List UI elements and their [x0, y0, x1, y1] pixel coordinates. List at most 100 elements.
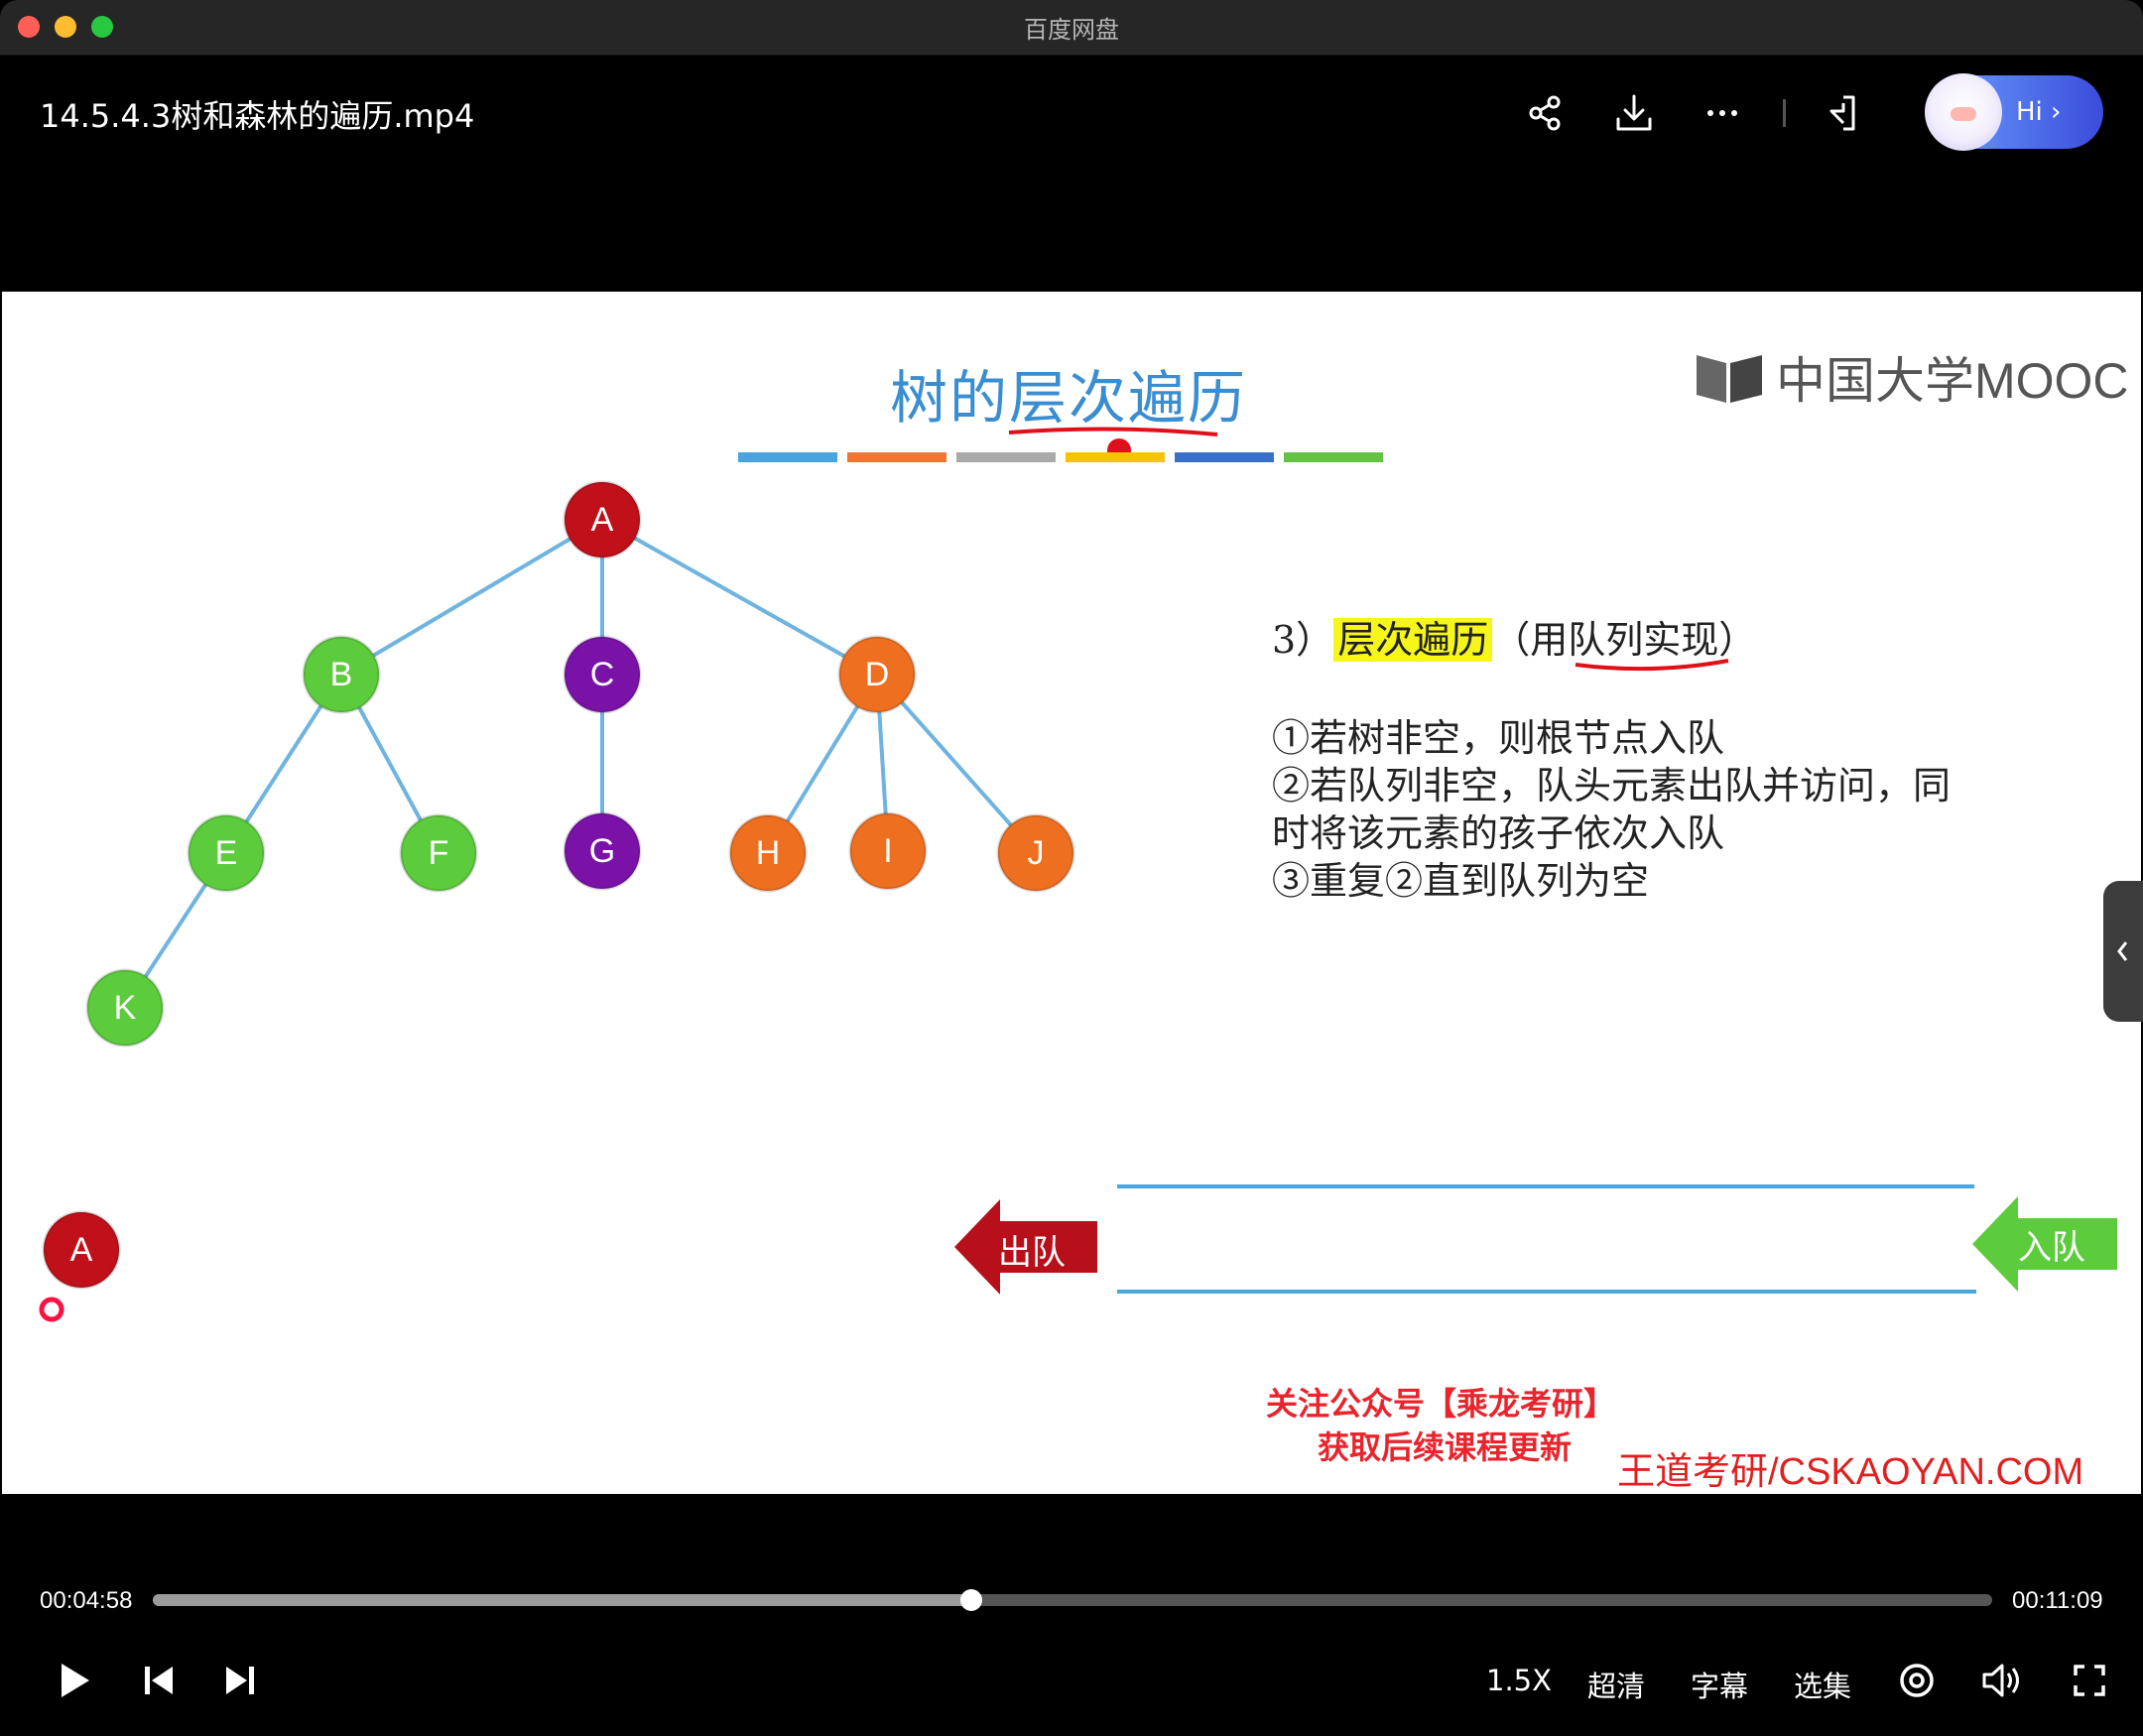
previous-icon — [145, 1667, 173, 1694]
tree-edge — [339, 518, 604, 677]
enqueue-arrow: 入队 — [1972, 1196, 2119, 1296]
play-button[interactable] — [52, 1655, 97, 1706]
maximize-window-button[interactable] — [91, 16, 113, 38]
algo-step-2-cont: 时将该元素的孩子依次入队 — [1272, 811, 1725, 855]
tree-node-f: F — [399, 813, 478, 893]
video-frame[interactable]: 树的层次遍历 中国大学MOOC A B C D E F G H I J K A 3）层次遍历（用队列实… — [2, 292, 2141, 1494]
download-icon — [1616, 94, 1652, 131]
color-bar — [847, 452, 946, 462]
color-bar — [738, 452, 837, 462]
more-button[interactable] — [1693, 85, 1752, 141]
pointer-cursor — [39, 1297, 64, 1322]
progress-fill — [153, 1594, 972, 1606]
chevron-left-icon — [2117, 941, 2128, 961]
color-bar — [1284, 452, 1383, 462]
algo-paren-open: （用 — [1492, 618, 1569, 662]
dequeue-label: 出队 — [998, 1233, 1066, 1273]
header-divider — [1783, 99, 1786, 127]
next-icon — [226, 1667, 254, 1694]
player-header: 14.5.4.3树和森林的遍历.mp4 Hi › — [0, 56, 2143, 170]
svg-text:D: D — [865, 656, 890, 693]
site-watermark: 王道考研/CSKAOYAN.COM — [1617, 1451, 2084, 1493]
promo-line-1: 关注公众号【乘龙考研】 — [1266, 1385, 1616, 1423]
underline-annotation-mark — [1575, 659, 1729, 672]
visited-node: A — [42, 1210, 121, 1290]
algo-step-2: ②若队列非空，队头元素出队并访问，同 — [1272, 764, 1952, 807]
speed-button[interactable]: 1.5X — [1486, 1664, 1552, 1697]
share-icon — [1529, 95, 1561, 131]
volume-button[interactable] — [1980, 1655, 2026, 1706]
tree-edge — [601, 518, 878, 677]
more-icon — [1707, 110, 1737, 116]
svg-text:I: I — [883, 832, 892, 870]
tree-node-d: D — [837, 635, 917, 714]
color-bar — [1066, 452, 1165, 462]
episodes-button[interactable]: 选集 — [1794, 1670, 1852, 1703]
current-time: 00:04:58 — [40, 1587, 133, 1614]
tree-node-j: J — [996, 813, 1075, 893]
algo-step-3: ③重复②直到队列为空 — [1272, 859, 1650, 903]
color-bar — [1175, 452, 1274, 462]
slide-title: 树的层次遍历 — [890, 364, 1248, 432]
algo-underlined: 队列实现 — [1568, 618, 1719, 662]
color-bars — [738, 452, 1383, 462]
progress-thumb[interactable] — [960, 1589, 983, 1611]
svg-text:A: A — [70, 1231, 93, 1269]
algo-prefix: 3） — [1272, 618, 1334, 662]
svg-text:F: F — [429, 834, 449, 872]
svg-text:K: K — [114, 989, 137, 1027]
pip-icon — [1829, 95, 1855, 131]
progress-bar[interactable] — [153, 1589, 1992, 1611]
quality-button[interactable]: 超清 — [1587, 1670, 1646, 1703]
fullscreen-icon — [2074, 1665, 2105, 1696]
title-bar: 百度网盘 — [0, 0, 2143, 56]
settings-button[interactable] — [1895, 1655, 1939, 1706]
svg-text:G: G — [589, 832, 615, 870]
side-panel-toggle[interactable] — [2103, 881, 2143, 1022]
tree-node-b: B — [302, 635, 381, 714]
assistant-label: Hi › — [2016, 97, 2062, 127]
close-window-button[interactable] — [18, 16, 40, 38]
assistant-button[interactable]: Hi › — [1925, 73, 2103, 151]
minimize-window-button[interactable] — [55, 16, 76, 38]
algo-step-1: ①若树非空，则根节点入队 — [1272, 716, 1725, 760]
next-button[interactable] — [220, 1655, 260, 1706]
window-controls — [18, 16, 113, 38]
algo-highlight: 层次遍历 — [1333, 618, 1493, 662]
download-button[interactable] — [1604, 85, 1664, 141]
tree-node-i: I — [848, 811, 928, 891]
svg-text:B: B — [330, 656, 353, 693]
tree-edge — [875, 673, 1038, 855]
promo-line-2: 获取后续课程更新 — [1318, 1428, 1573, 1466]
svg-text:J: J — [1028, 834, 1045, 872]
subtitles-button[interactable]: 字幕 — [1691, 1670, 1749, 1703]
svg-text:A: A — [591, 501, 614, 539]
pip-button[interactable] — [1814, 85, 1873, 141]
share-button[interactable] — [1516, 85, 1576, 141]
previous-button[interactable] — [139, 1655, 179, 1706]
tree-node-e: E — [187, 813, 266, 893]
color-bar — [956, 452, 1056, 462]
tree-node-a: A — [563, 480, 642, 559]
mooc-text: 中国大学MOOC — [1776, 353, 2129, 409]
settings-icon — [1900, 1664, 1934, 1697]
app-title: 百度网盘 — [1024, 16, 1119, 44]
tree-node-h: H — [728, 813, 808, 893]
svg-text:C: C — [590, 656, 615, 693]
enqueue-label: 入队 — [2018, 1228, 2085, 1268]
assistant-avatar — [1925, 73, 2002, 151]
queue-top-line — [1117, 1184, 1974, 1188]
algo-heading: 3）层次遍历（用队列实现） — [1272, 609, 1756, 664]
tree-diagram: A B C D E F G H I J K A — [39, 480, 1075, 1322]
file-title: 14.5.4.3树和森林的遍历.mp4 — [40, 97, 475, 135]
svg-text:H: H — [756, 834, 781, 872]
tree-node-c: C — [563, 635, 642, 714]
svg-text:E: E — [215, 834, 238, 872]
tree-node-g: G — [563, 811, 642, 891]
mooc-book-icon — [1697, 355, 1762, 403]
play-icon — [62, 1664, 89, 1697]
queue-bottom-line — [1117, 1290, 1976, 1294]
fullscreen-button[interactable] — [2070, 1655, 2109, 1706]
dequeue-arrow: 出队 — [954, 1199, 1099, 1299]
